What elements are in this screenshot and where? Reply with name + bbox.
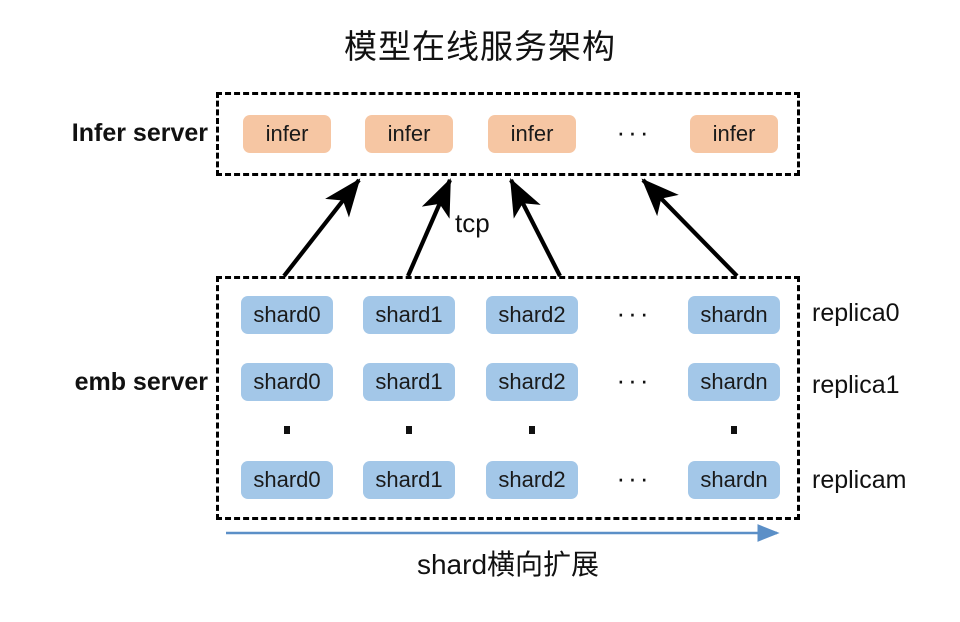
tcp-arrow-group	[282, 178, 739, 278]
shard-node-r1-c2[interactable]: shard2	[486, 363, 578, 401]
tcp-connection-label: tcp	[455, 208, 490, 238]
replica-label-0: replica0	[812, 299, 900, 327]
shard-row-0-ellipsis: ···	[616, 298, 652, 328]
column-continuation-dot-2	[529, 426, 535, 434]
column-continuation-dot-3	[731, 426, 737, 434]
shard-node-r0-c3[interactable]: shardn	[688, 296, 780, 334]
infer-server-group	[216, 92, 800, 176]
replica-label-2: replicam	[812, 466, 907, 494]
shard-row-2-ellipsis: ···	[616, 463, 652, 493]
tcp-arrow-1	[406, 178, 452, 277]
scale-direction-caption: shard横向扩展	[416, 549, 600, 580]
tcp-arrow-3	[641, 178, 739, 278]
column-continuation-dot-0	[284, 426, 290, 434]
tcp-arrow-0	[282, 178, 361, 278]
page-title: 模型在线服务架构	[344, 28, 616, 65]
shard-node-r2-c1[interactable]: shard1	[363, 461, 455, 499]
shard-node-r2-c2[interactable]: shard2	[486, 461, 578, 499]
emb-server-group	[216, 276, 800, 520]
shard-node-r0-c2[interactable]: shard2	[486, 296, 578, 334]
shard-node-r0-c0[interactable]: shard0	[241, 296, 333, 334]
replica-label-1: replica1	[812, 371, 900, 399]
infer-server-tier-label: Infer server	[71, 119, 208, 147]
infer-node-2[interactable]: infer	[488, 115, 576, 153]
shard-node-r2-c3[interactable]: shardn	[688, 461, 780, 499]
emb-server-tier-label: emb server	[74, 368, 208, 396]
infer-row-ellipsis: ···	[616, 117, 652, 147]
infer-node-3[interactable]: infer	[690, 115, 778, 153]
shard-node-r2-c0[interactable]: shard0	[241, 461, 333, 499]
shard-row-1-ellipsis: ···	[616, 365, 652, 395]
column-continuation-dot-1	[406, 426, 412, 434]
shard-node-r1-c3[interactable]: shardn	[688, 363, 780, 401]
shard-node-r0-c1[interactable]: shard1	[363, 296, 455, 334]
infer-node-0[interactable]: infer	[243, 115, 331, 153]
tcp-arrow-2	[509, 178, 562, 277]
shard-node-r1-c1[interactable]: shard1	[363, 363, 455, 401]
infer-node-1[interactable]: infer	[365, 115, 453, 153]
shard-node-r1-c0[interactable]: shard0	[241, 363, 333, 401]
